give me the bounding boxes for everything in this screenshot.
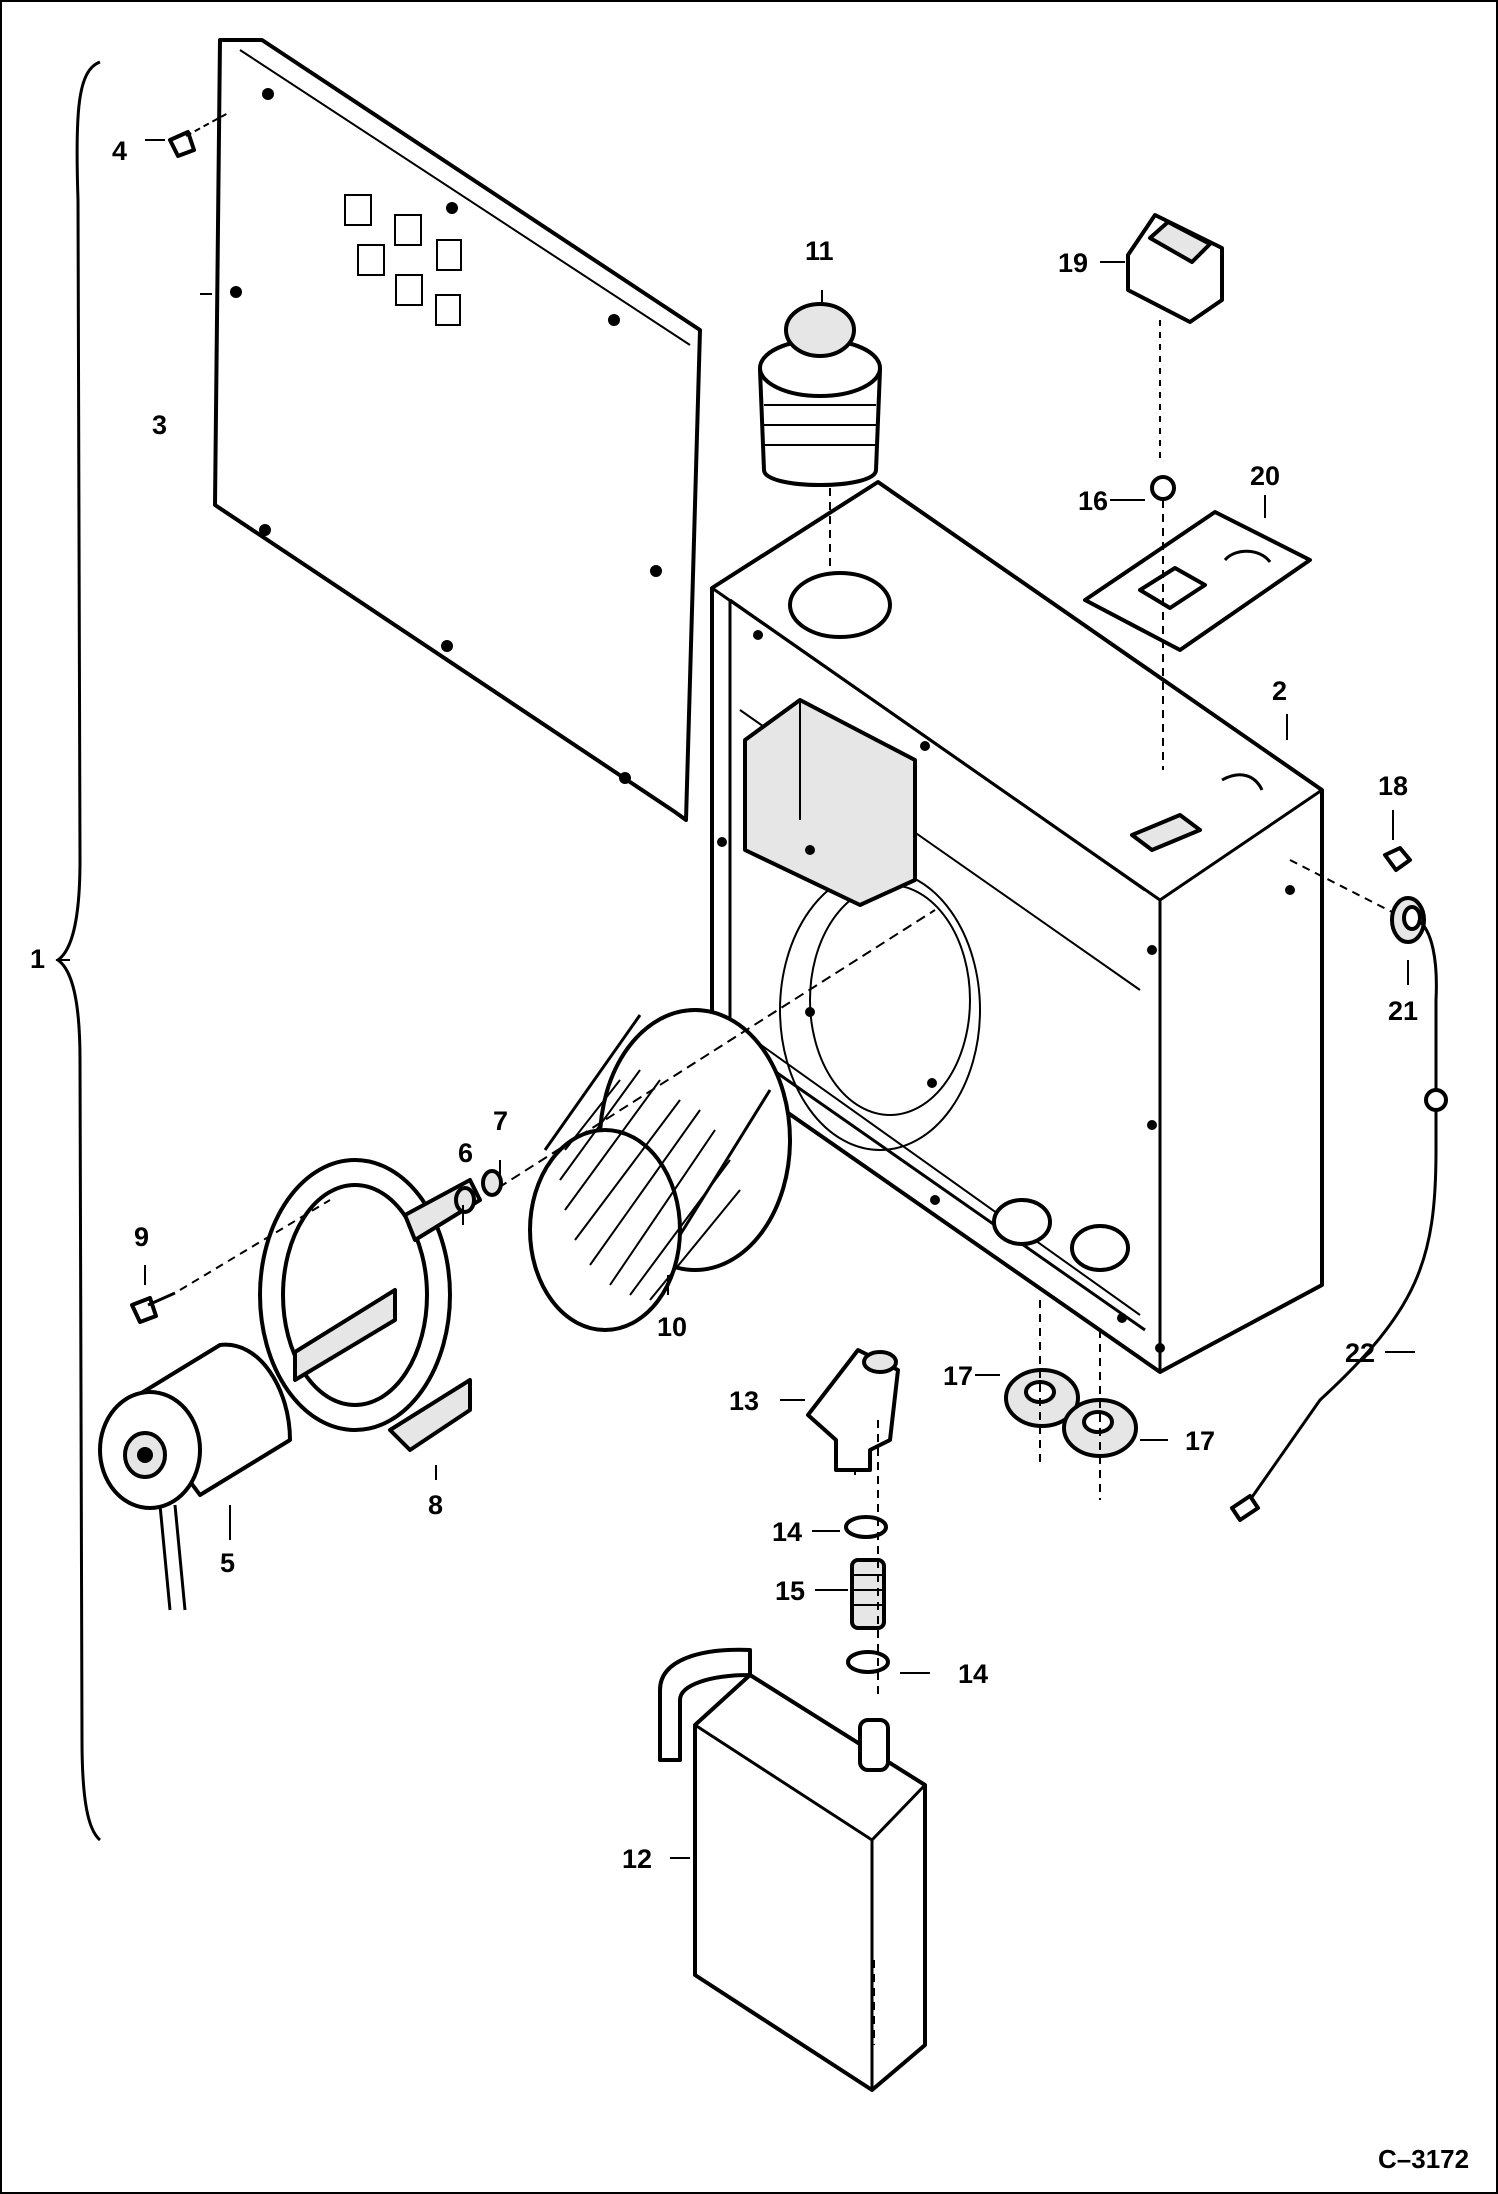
ground-wire: [1230, 918, 1448, 1522]
callout-22: 22: [1345, 1338, 1375, 1368]
callout-4: 4: [112, 136, 127, 166]
assembly-brace: [55, 60, 102, 1842]
callout-20: 20: [1250, 461, 1280, 491]
cover-panel: [213, 38, 702, 822]
callout-12: 12: [622, 1844, 652, 1874]
control-knob: [758, 302, 882, 575]
callout-8: 8: [428, 1490, 443, 1520]
ground-nut: [1289, 846, 1426, 944]
callout-18: 18: [1378, 771, 1408, 801]
callout-14b: 14: [958, 1659, 988, 1689]
water-valve: [806, 1348, 900, 1475]
callout-16: 16: [1078, 486, 1108, 516]
callout-5: 5: [220, 1548, 235, 1578]
motor-mount-ring: [258, 1158, 482, 1452]
callout-2: 2: [1272, 676, 1287, 706]
panel-screw: [168, 111, 231, 158]
mount-bolt: [130, 1199, 331, 1324]
heater-core: [658, 1420, 927, 2092]
callout-9: 9: [134, 1222, 149, 1252]
leader-lines: [56, 139, 1415, 1859]
callout-3: 3: [152, 410, 167, 440]
callout-21: 21: [1388, 996, 1418, 1026]
callout-15: 15: [775, 1576, 805, 1606]
heater-housing: [710, 480, 1324, 1374]
mount-nut: [454, 1169, 503, 1214]
callout-labels: 1 2 3 4 5 6 7 8 9 10 11 12 13 14 14 15 1…: [30, 136, 1418, 1874]
callout-6: 6: [458, 1138, 473, 1168]
reference-code: C–3172: [1378, 2144, 1469, 2174]
callout-7: 7: [493, 1106, 508, 1136]
callout-17a: 17: [943, 1361, 973, 1391]
rocker-switch: [1126, 213, 1224, 460]
bracket-plate: [1083, 475, 1312, 770]
blower-wheel: [497, 909, 936, 1332]
callout-17b: 17: [1185, 1426, 1215, 1456]
callout-13: 13: [729, 1386, 759, 1416]
callout-14a: 14: [772, 1517, 802, 1547]
blower-motor: [98, 1342, 292, 1611]
grommets: [1004, 1300, 1138, 1500]
callout-1: 1: [30, 944, 45, 974]
callout-11: 11: [805, 236, 834, 266]
callout-10: 10: [657, 1312, 687, 1342]
callout-19: 19: [1058, 248, 1088, 278]
hose-assembly: [844, 1515, 890, 1674]
